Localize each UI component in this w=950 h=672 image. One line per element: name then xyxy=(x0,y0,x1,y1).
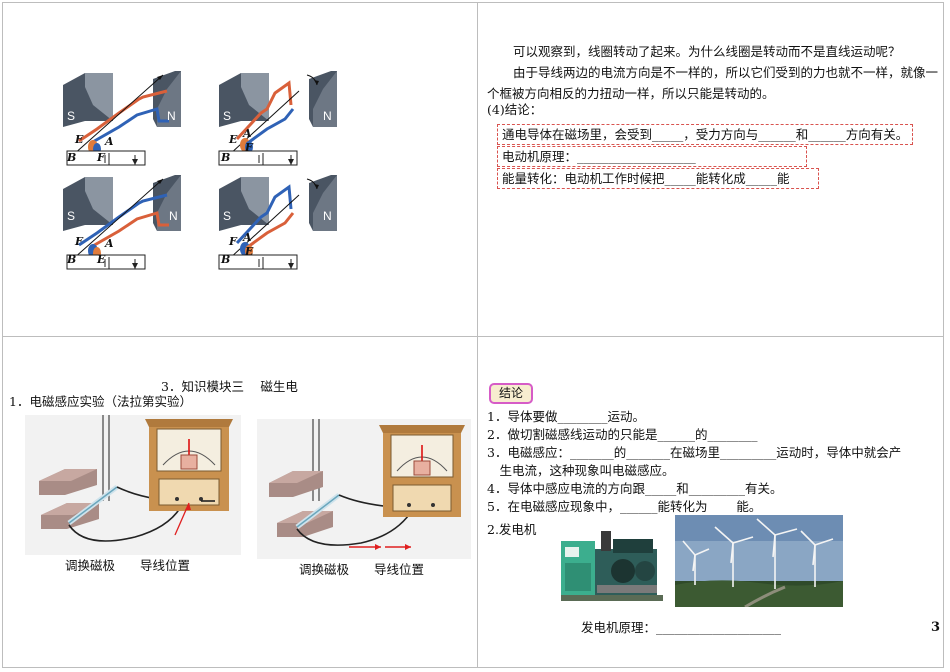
magnet-n-label-2: N xyxy=(323,109,332,123)
generator-principle-line: 发电机原理：____________________ xyxy=(581,620,782,635)
coil-letter-1b: A xyxy=(105,135,114,148)
magnet-s-label-3: S xyxy=(67,209,76,223)
module-title: 3．知识模块三 磁生电 xyxy=(161,379,298,394)
explanation-paragraph-2: 由于导线两边的电流方向是不一样的，所以它们受到的力也就不一样，就像一个框被方向相… xyxy=(487,62,939,104)
induction-experiment-figure-1 xyxy=(25,415,241,555)
vertical-divider xyxy=(477,3,478,667)
induction-figure-2-drawing xyxy=(269,419,465,550)
wind-turbines-image xyxy=(675,515,843,607)
horizontal-divider xyxy=(3,336,943,337)
induction-experiment-figure-2 xyxy=(257,419,471,559)
conclusion-heading: (4)结论： xyxy=(487,102,543,117)
coil-letter-2a: E xyxy=(229,133,238,146)
figure-2-caption: 调换磁极 导线位置 xyxy=(299,562,425,577)
generator-heading: 2.发电机 xyxy=(487,522,537,537)
conclusion-item-2: 2．做切割磁感线运动的只能是______的________ xyxy=(487,427,758,442)
motor-diagram-grid: S N S N S N S N E A B F E A B F F A B E … xyxy=(59,69,359,270)
coil-letter-1d: F xyxy=(97,151,105,164)
coil-letter-3d: E xyxy=(97,253,106,266)
explanation-text-2: 由于导线两边的电流方向是不一样的，所以它们受到的力也就不一样，就像一个框被方向相… xyxy=(487,65,939,101)
conclusion-item-1: 1．导体要做________运动。 xyxy=(487,409,645,424)
conclusion-item-3-cont: 生电流，这种现象叫电磁感应。 xyxy=(487,463,675,478)
magnet-n-label-1: N xyxy=(167,109,176,123)
conclusion-box-motor-principle: 电动机原理：___________________ xyxy=(497,146,807,167)
coil-letter-2c: B xyxy=(221,151,231,164)
coil-letter-4d: E xyxy=(245,245,254,258)
figure-1-caption: 调换磁极 导线位置 xyxy=(65,558,191,573)
magnet-n-label-4: N xyxy=(323,209,332,223)
motor-diagram-4 xyxy=(218,175,337,270)
coil-letter-1a: E xyxy=(75,133,84,146)
motor-diagram-2 xyxy=(218,71,337,166)
coil-letter-4a: F xyxy=(229,235,237,248)
conclusion-item-3: 3．电磁感应：_______的_______在磁场里_________运动时，导… xyxy=(487,445,902,460)
generator-set-image xyxy=(557,525,667,603)
coil-letter-2b: A xyxy=(243,127,252,140)
induction-figure-1-drawing xyxy=(39,415,233,542)
coil-letter-3c: B xyxy=(67,253,77,266)
magnet-s-label-1: S xyxy=(67,109,76,123)
magnet-s-label-4: S xyxy=(223,209,232,223)
conclusion-box-energy: 能量转化：电动机工作时候把_____能转化成_____能 xyxy=(497,168,819,189)
page-number: 3 xyxy=(931,620,941,635)
coil-letter-1c: B xyxy=(67,151,77,164)
magnet-s-label-2: S xyxy=(223,109,232,123)
motor-diagram-3 xyxy=(63,175,181,270)
coil-letter-4b: A xyxy=(243,231,252,244)
coil-letter-2d: F xyxy=(245,141,253,154)
conclusion-tag: 结论 xyxy=(489,383,534,404)
conclusion-item-5: 5．在电磁感应现象中，______能转化为 能。 xyxy=(487,499,762,514)
experiment-title: 1．电磁感应实验（法拉第实验） xyxy=(9,394,192,409)
coil-letter-3a: F xyxy=(75,235,83,248)
explanation-text-1: 可以观察到，线圈转动了起来。为什么线圈是转动而不是直线运动呢？ xyxy=(513,44,901,59)
coil-letter-4c: B xyxy=(221,253,231,266)
explanation-paragraph-1: 可以观察到，线圈转动了起来。为什么线圈是转动而不是直线运动呢？ xyxy=(513,41,933,62)
conclusion-item-4: 4．导体中感应电流的方向跟_____和_________有关。 xyxy=(487,481,783,496)
coil-letter-3b: A xyxy=(105,237,114,250)
motor-diagram-1 xyxy=(63,71,181,166)
magnet-n-label-3: N xyxy=(169,209,178,223)
conclusion-box-force: 通电导体在磁场里，会受到_____，受力方向与______和______方向有关… xyxy=(497,124,914,145)
